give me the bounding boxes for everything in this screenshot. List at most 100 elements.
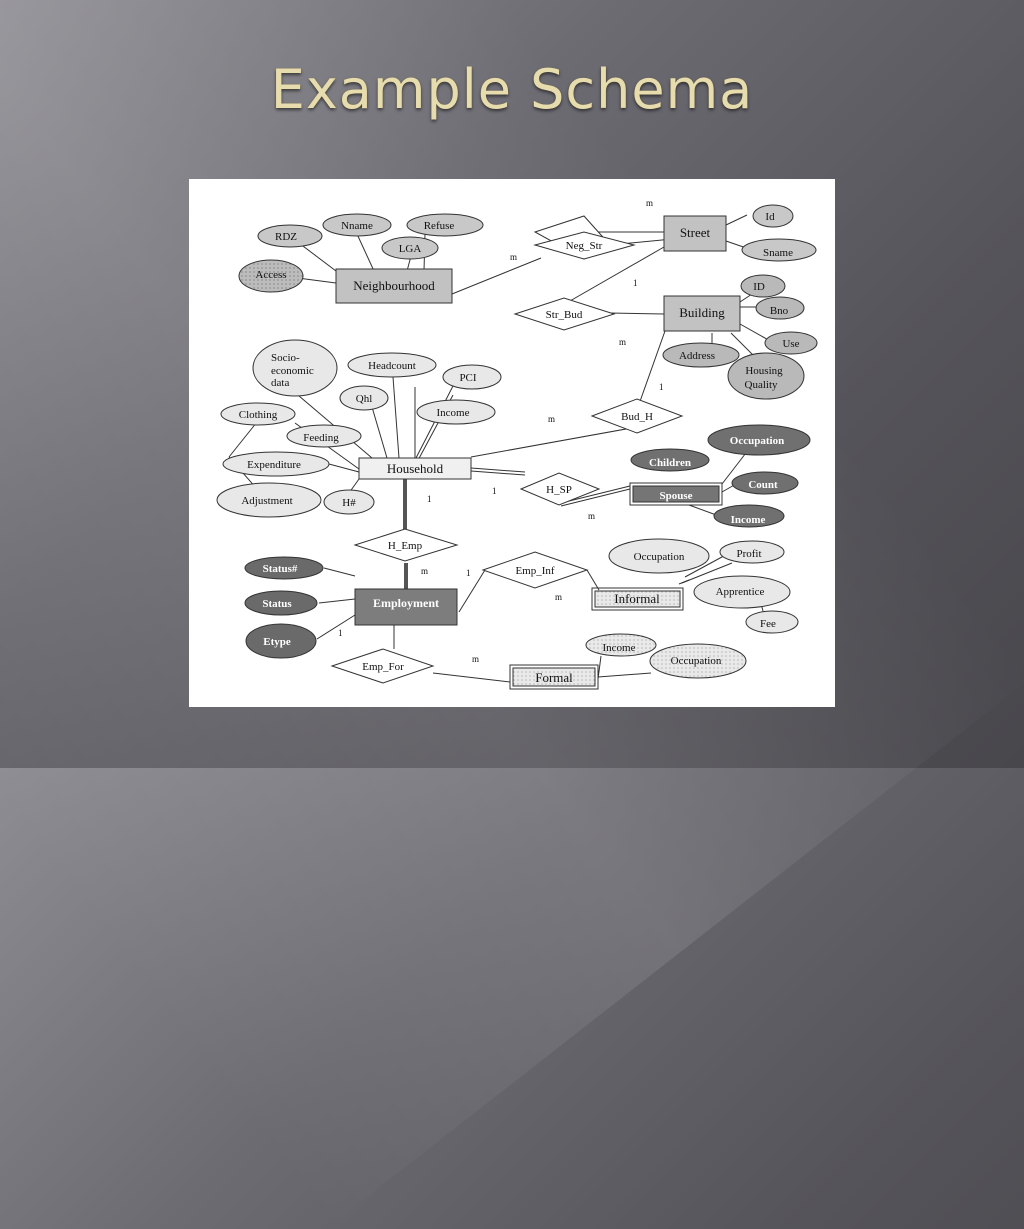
card-m-informal: m	[555, 592, 562, 602]
card-1-employment: 1	[338, 628, 343, 638]
attr-spouse-occupation: Occupation	[707, 424, 811, 456]
card-1-str-bud: 1	[633, 278, 638, 288]
svg-text:Clothing: Clothing	[239, 409, 278, 421]
attr-status-number: Status#	[244, 556, 324, 580]
attr-sname: Sname	[741, 238, 817, 262]
card-m-street: m	[646, 198, 653, 208]
attr-adjustment: Adjustment	[216, 482, 322, 518]
attr-street-id: Id	[752, 204, 794, 228]
svg-text:Neighbourhood: Neighbourhood	[353, 278, 435, 293]
svg-text:Socio-: Socio-	[271, 352, 300, 364]
svg-text:Qhl: Qhl	[356, 393, 373, 405]
svg-text:Employment: Employment	[373, 596, 439, 610]
svg-text:Income: Income	[603, 642, 636, 654]
cardinality-labels: m m 1 m 1 m 1 1 m m 1 m 1 m	[338, 198, 664, 664]
rel-emp-for: Emp_For	[330, 648, 435, 684]
entity-neighbourhood: Neighbourhood	[335, 268, 453, 304]
svg-text:Neg_Str: Neg_Str	[566, 240, 603, 252]
svg-text:data: data	[271, 377, 289, 389]
attr-nname: Nname	[322, 213, 392, 237]
svg-text:Street: Street	[680, 225, 711, 240]
card-1-h-sp: 1	[492, 486, 497, 496]
slide-title: Example Schema	[270, 58, 754, 121]
entity-informal: Informal	[591, 587, 684, 611]
entity-building: Building	[663, 295, 741, 332]
svg-text:Headcount: Headcount	[368, 360, 416, 372]
card-m-household: m	[548, 414, 555, 424]
attr-etype: Etype	[245, 623, 317, 659]
svg-text:PCI: PCI	[459, 372, 476, 384]
attr-children: Children	[630, 448, 710, 472]
svg-text:Count: Count	[748, 479, 778, 491]
card-m-building: m	[619, 337, 626, 347]
er-diagram: Neighbourhood Street Building Household …	[216, 198, 818, 690]
entity-employment: Employment	[354, 588, 458, 626]
svg-text:Informal: Informal	[614, 591, 660, 606]
svg-text:Income: Income	[731, 514, 766, 526]
attr-profit: Profit	[719, 540, 785, 564]
svg-text:Access: Access	[255, 269, 286, 281]
attr-formal-occupation: Occupation	[649, 643, 747, 679]
attr-qhl: Qhl	[339, 385, 389, 411]
attr-lga: LGA	[381, 236, 439, 260]
attr-fee: Fee	[745, 610, 799, 634]
svg-text:Children: Children	[649, 457, 691, 469]
attr-spouse-income: Income	[713, 504, 785, 528]
svg-text:Household: Household	[387, 461, 444, 476]
attr-formal-income: Income	[585, 633, 657, 657]
svg-text:Refuse: Refuse	[424, 220, 455, 232]
svg-text:H#: H#	[342, 497, 356, 509]
svg-text:Emp_Inf: Emp_Inf	[515, 565, 554, 577]
svg-text:Fee: Fee	[760, 618, 776, 630]
attr-informal-occupation: Occupation	[608, 538, 710, 574]
svg-text:Sname: Sname	[763, 247, 793, 259]
svg-text:Status#: Status#	[263, 563, 298, 575]
card-1-emp-inf: 1	[466, 568, 471, 578]
attr-refuse: Refuse	[406, 213, 484, 237]
svg-text:Occupation: Occupation	[634, 551, 685, 563]
attr-h-number: H#	[323, 489, 375, 515]
svg-text:Formal: Formal	[535, 670, 573, 685]
attr-building-id: ID	[740, 274, 786, 298]
svg-text:Income: Income	[437, 407, 470, 419]
attr-socio-economic-data: Socio- economic data	[252, 339, 338, 397]
svg-text:RDZ: RDZ	[275, 231, 297, 243]
card-1-household: 1	[427, 494, 432, 504]
card-1-bud-h: 1	[659, 382, 664, 392]
rel-str-bud: Str_Bud	[513, 297, 616, 331]
entity-household: Household	[358, 457, 472, 480]
attr-access: Access	[238, 259, 304, 293]
svg-text:Etype: Etype	[263, 636, 291, 648]
rel-h-sp: H_SP	[519, 472, 601, 506]
attr-address: Address	[662, 342, 740, 368]
attr-rdz: RDZ	[257, 224, 323, 248]
svg-text:Housing: Housing	[745, 365, 783, 377]
svg-text:Adjustment: Adjustment	[241, 495, 292, 507]
entity-spouse: Spouse	[629, 482, 723, 506]
attr-feeding: Feeding	[286, 424, 362, 448]
attr-apprentice: Apprentice	[693, 575, 791, 609]
attr-expenditure: Expenditure	[222, 451, 330, 477]
attr-household-income: Income	[416, 399, 496, 425]
svg-text:Occupation: Occupation	[730, 435, 784, 447]
svg-text:Str_Bud: Str_Bud	[546, 309, 583, 321]
attr-bno: Bno	[755, 296, 805, 320]
svg-text:Profit: Profit	[736, 548, 761, 560]
connector-lines	[228, 214, 773, 683]
svg-text:economic: economic	[271, 365, 314, 377]
svg-text:H_SP: H_SP	[546, 484, 572, 496]
svg-text:LGA: LGA	[399, 243, 422, 255]
svg-text:Feeding: Feeding	[303, 432, 339, 444]
svg-text:H_Emp: H_Emp	[388, 540, 423, 552]
rel-emp-inf: Emp_Inf	[481, 551, 589, 589]
entity-street: Street	[663, 215, 727, 252]
card-m-spouse: m	[588, 511, 595, 521]
svg-text:Status: Status	[262, 598, 292, 610]
rel-h-emp: H_Emp	[353, 528, 459, 562]
attr-use: Use	[764, 331, 818, 355]
attr-count: Count	[731, 471, 799, 495]
svg-text:Building: Building	[679, 305, 725, 320]
svg-text:Address: Address	[679, 350, 715, 362]
er-diagram-panel: Neighbourhood Street Building Household …	[189, 179, 835, 707]
rel-bud-h: Bud_H	[590, 398, 684, 434]
